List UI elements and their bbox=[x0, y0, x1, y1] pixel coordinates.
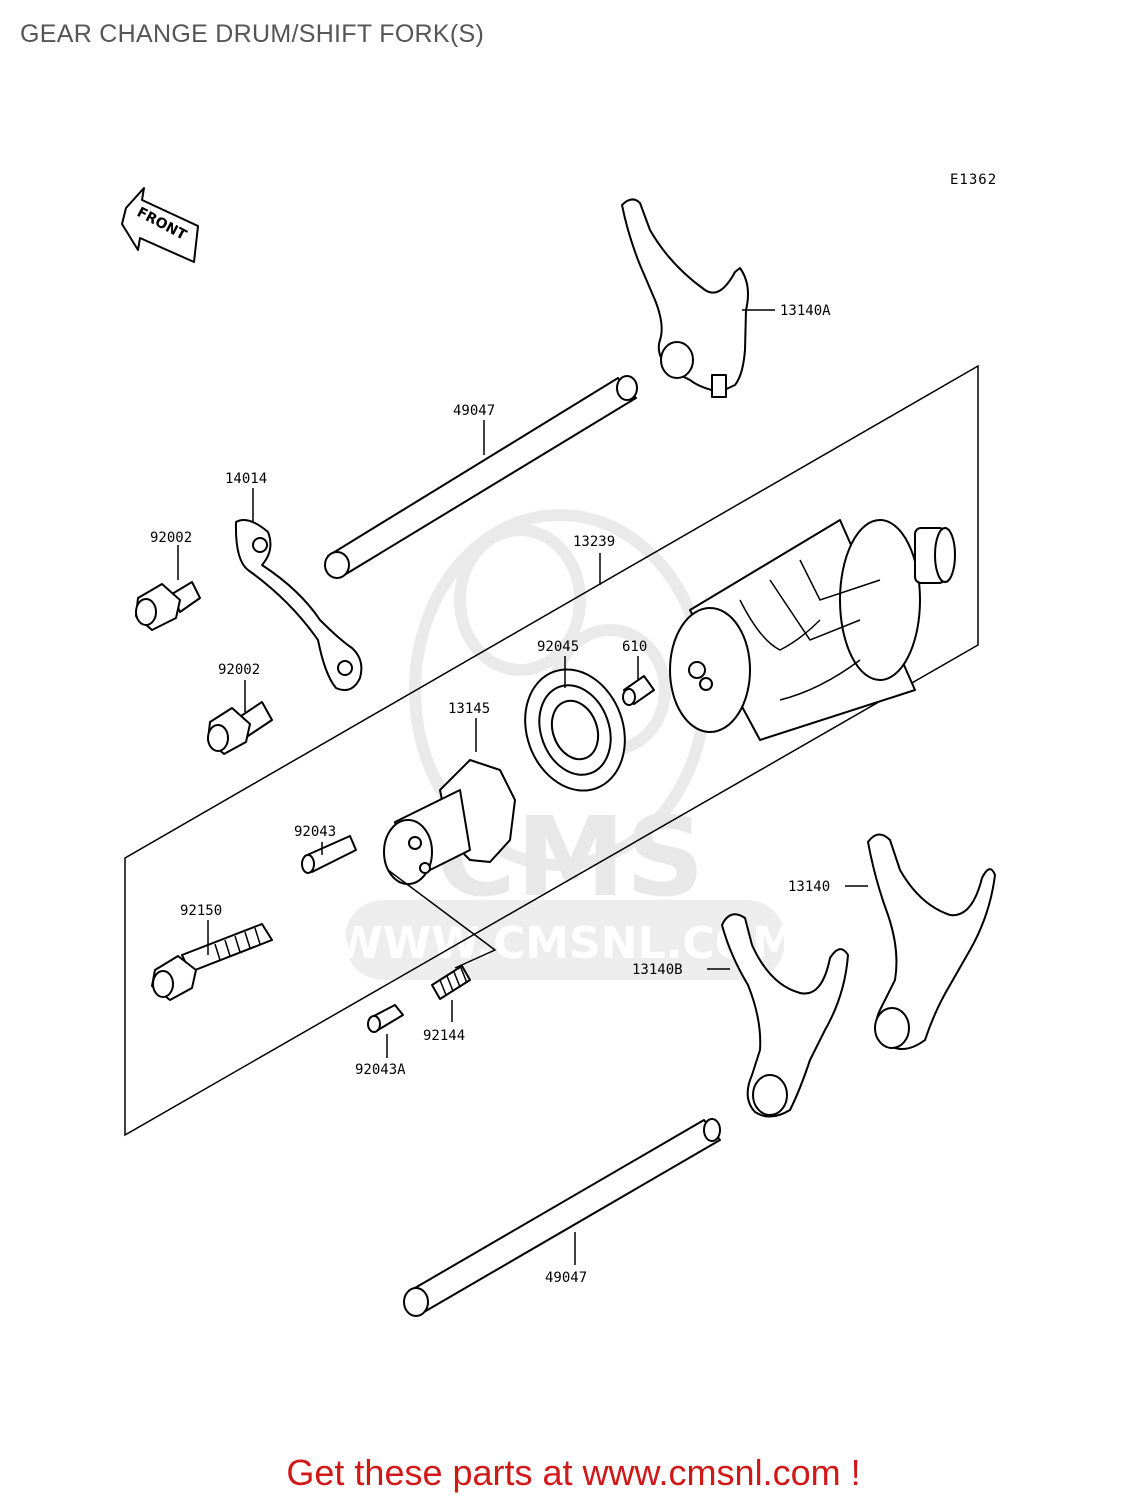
pin-92043a bbox=[367, 1004, 404, 1033]
shift-rod-49047-upper bbox=[324, 375, 638, 579]
bolt-92002-lower bbox=[207, 701, 273, 755]
part-label-13140a: 13140A bbox=[780, 303, 831, 319]
pin-92043 bbox=[301, 835, 357, 874]
page-title: GEAR CHANGE DRUM/SHIFT FORK(S) bbox=[20, 20, 485, 48]
part-label-610: 610 bbox=[622, 639, 647, 655]
part-label-49047-lower: 49047 bbox=[545, 1270, 587, 1286]
part-label-92043a: 92043A bbox=[355, 1062, 406, 1078]
leader-lines bbox=[177, 309, 868, 1265]
spring-92144 bbox=[431, 965, 471, 1000]
part-label-14014: 14014 bbox=[225, 471, 267, 487]
shift-fork-13140a bbox=[621, 198, 749, 398]
part-label-49047-upper: 49047 bbox=[453, 403, 495, 419]
part-label-92144: 92144 bbox=[423, 1028, 465, 1044]
part-label-13140b: 13140B bbox=[632, 962, 683, 978]
shift-rod-49047-lower bbox=[403, 1118, 721, 1317]
shift-drum-cam-13145 bbox=[383, 759, 516, 885]
shift-fork-13140 bbox=[867, 833, 996, 1050]
part-label-13239: 13239 bbox=[573, 534, 615, 550]
guide-plate-14014 bbox=[234, 519, 363, 691]
part-labels: 13140A 49047 14014 92002 13239 92002 920… bbox=[150, 303, 831, 1286]
bolt-92002-upper bbox=[135, 581, 201, 631]
part-label-13145: 13145 bbox=[448, 701, 490, 717]
front-arrow-icon: FRONT bbox=[121, 187, 199, 263]
bearing-92045 bbox=[524, 668, 626, 792]
assembly-frame bbox=[124, 364, 979, 1137]
part-label-92150: 92150 bbox=[180, 903, 222, 919]
part-label-92043: 92043 bbox=[294, 824, 336, 840]
shift-fork-13140b bbox=[721, 913, 849, 1118]
part-label-92045: 92045 bbox=[537, 639, 579, 655]
watermark-url: WWW.CMSNL.COM bbox=[334, 918, 796, 969]
part-label-13140: 13140 bbox=[788, 879, 830, 895]
part-label-92002-upper: 92002 bbox=[150, 530, 192, 546]
part-label-92002-lower: 92002 bbox=[218, 662, 260, 678]
bolt-92150 bbox=[151, 923, 273, 1001]
gear-change-drum-13239 bbox=[669, 519, 956, 741]
pin-610 bbox=[622, 675, 655, 706]
footer-promo-link[interactable]: Get these parts at www.cmsnl.com ! bbox=[286, 1452, 861, 1493]
cmsnl-watermark: CMS WWW.CMSNL.COM bbox=[334, 509, 796, 980]
diagram-code: E1362 bbox=[950, 172, 997, 188]
